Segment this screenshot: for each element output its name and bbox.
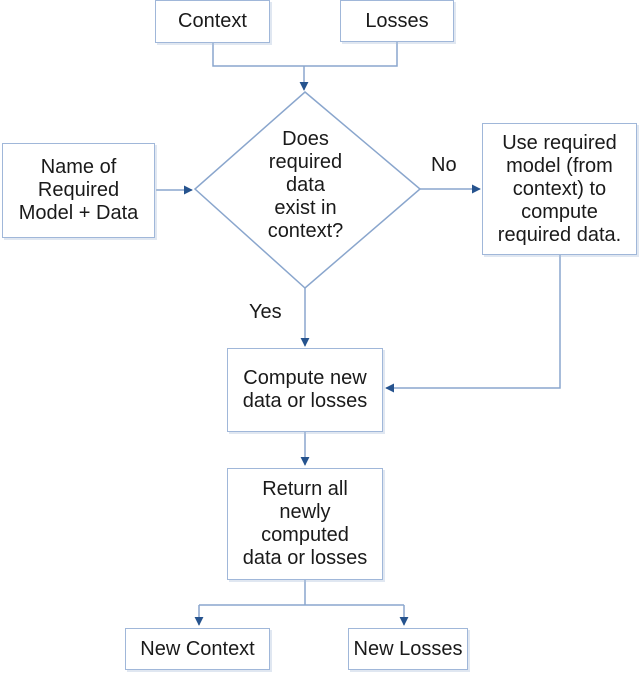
node-context: Context <box>155 0 270 43</box>
edge-return-split-bar <box>199 580 404 606</box>
node-use-required-model: Use required model (from context) to com… <box>482 123 637 255</box>
node-name-of-required-model-data-label: Name of Required Model + Data <box>18 156 139 224</box>
edge-label-no: No <box>431 154 457 176</box>
node-losses-label: Losses <box>365 9 429 32</box>
decision-diamond-label: Does required data exist in context? <box>267 128 344 242</box>
edge-label-yes: Yes <box>249 301 282 323</box>
node-context-label: Context <box>178 10 247 32</box>
node-use-required-model-label: Use required model (from context) to com… <box>497 131 622 246</box>
node-return-all-label: Return all newly computed data or losses <box>242 478 368 569</box>
edge-use-model-to-compute <box>385 255 561 393</box>
node-new-losses-label: New Losses <box>353 637 463 660</box>
node-new-context: New Context <box>125 628 270 670</box>
node-losses: Losses <box>340 0 454 42</box>
node-name-of-required-model-data: Name of Required Model + Data <box>2 143 155 238</box>
node-new-context-label: New Context <box>140 637 255 660</box>
node-new-losses: New Losses <box>348 628 468 670</box>
edge-context-losses-merge <box>212 42 398 67</box>
node-compute-new-data-label: Compute new data or losses <box>242 367 368 412</box>
node-return-all: Return all newly computed data or losses <box>227 468 383 580</box>
node-compute-new-data: Compute new data or losses <box>227 348 383 432</box>
